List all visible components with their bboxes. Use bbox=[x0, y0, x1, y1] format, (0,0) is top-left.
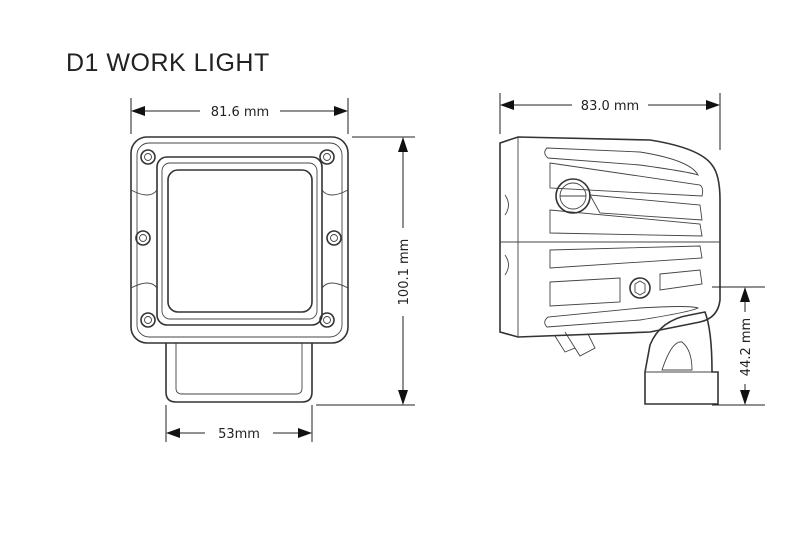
hex-bolt-icon bbox=[629, 277, 651, 299]
side-view bbox=[499, 136, 721, 405]
front-bracket bbox=[165, 343, 313, 403]
dimension-front-height: 100.1 mm bbox=[316, 136, 415, 406]
bolt-icons bbox=[135, 149, 342, 328]
bracket-width-label: 53mm bbox=[218, 427, 260, 442]
front-view bbox=[130, 136, 349, 403]
dimension-side-depth: 83.0 mm bbox=[499, 93, 721, 150]
dimension-mount-height: 44.2 mm bbox=[712, 286, 765, 406]
lens bbox=[167, 169, 313, 313]
front-height-label: 100.1 mm bbox=[397, 239, 412, 306]
side-depth-label: 83.0 mm bbox=[581, 99, 639, 114]
front-housing bbox=[130, 136, 349, 344]
side-knob bbox=[555, 178, 591, 214]
dimension-front-width: 81.6 mm bbox=[130, 98, 349, 134]
page-title: D1 WORK LIGHT bbox=[66, 49, 270, 77]
front-bezel bbox=[156, 156, 323, 326]
mount-height-label: 44.2 mm bbox=[739, 318, 754, 376]
dimension-bracket-width: 53mm bbox=[165, 405, 313, 442]
side-housing bbox=[499, 136, 721, 338]
front-width-label: 81.6 mm bbox=[211, 105, 269, 120]
